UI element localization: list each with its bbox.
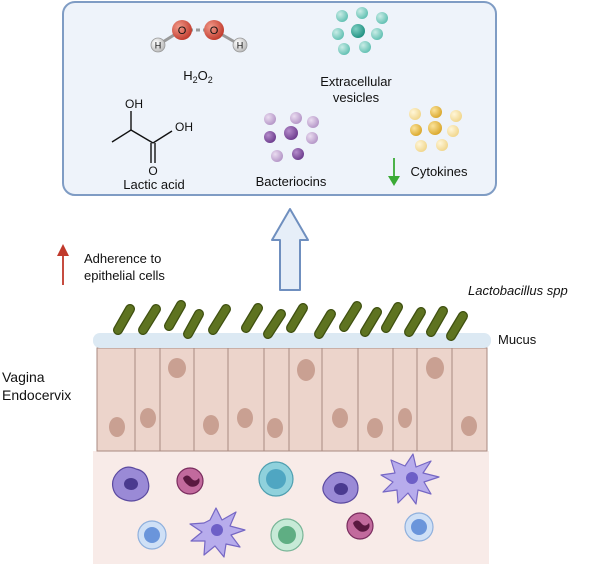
cytokine-particle <box>450 110 462 122</box>
lymphocyte-nucleus <box>266 469 286 489</box>
cytokine-particle <box>430 106 442 118</box>
hydrogen-atom-right <box>232 37 248 53</box>
oxygen-atom-right-label: O <box>210 25 219 37</box>
vesicle <box>356 7 368 19</box>
hydrogen-atom-left <box>150 37 166 53</box>
monocyte-nucleus <box>334 483 348 495</box>
extracellular-vesicles-cluster <box>332 7 388 55</box>
cell-nucleus <box>398 408 412 428</box>
cell-nucleus <box>237 408 253 428</box>
secreted-factors-panel <box>62 1 497 196</box>
bacteriocin-particle <box>271 150 283 162</box>
cell-nucleus <box>109 417 125 437</box>
lymphocyte-nucleus <box>278 526 296 544</box>
vesicle <box>336 10 348 22</box>
cell-nucleus <box>168 358 186 378</box>
cytokine-particle <box>447 125 459 137</box>
dendritic-nucleus <box>211 524 223 536</box>
bacteriocin-particle <box>264 113 276 125</box>
neutrophil-nucleus <box>353 520 370 532</box>
lactobacillus-bacteria-fill <box>114 301 467 340</box>
cell-nucleus <box>367 418 383 438</box>
monocyte-nucleus <box>124 478 138 490</box>
h2o2-label: H2O2 <box>183 68 213 85</box>
vesicle <box>376 12 388 24</box>
tissue-label-vagina: Vagina <box>2 369 45 385</box>
adherence-label-line2: epithelial cells <box>84 268 165 283</box>
extracellular-label-line1: Extracellular <box>320 74 392 89</box>
cytokines-cluster <box>409 106 462 152</box>
tissue-label-endocervix: Endocervix <box>2 387 71 403</box>
adherence-up-arrow <box>57 244 69 285</box>
bacteriocin-particle <box>307 116 319 128</box>
lactic-oh-right: OH <box>175 120 193 134</box>
cell-nucleus <box>426 357 444 379</box>
vesicle <box>371 28 383 40</box>
lactic-acid-structure <box>111 111 173 163</box>
bacteriocins-label: Bacteriocins <box>256 174 327 189</box>
h2o2-molecule: H O O H <box>150 20 248 53</box>
h2o2-sub1: 2 <box>193 75 198 85</box>
vesicle <box>332 28 344 40</box>
dendritic-nucleus <box>406 472 418 484</box>
cytokine-particle <box>410 124 422 136</box>
mucus-layer <box>93 333 491 348</box>
cytokine-particle <box>409 108 421 120</box>
cell-nucleus <box>267 418 283 438</box>
bacteriocin-particle <box>290 112 302 124</box>
cell-nucleus <box>461 416 477 436</box>
extracellular-label-line2: vesicles <box>333 90 380 105</box>
mucus-label: Mucus <box>498 332 537 347</box>
cytokine-particle <box>415 140 427 152</box>
cell-nucleus <box>140 408 156 428</box>
epithelial-cell <box>392 347 418 452</box>
cell-nucleus <box>332 408 348 428</box>
cytokine-particle <box>428 121 442 135</box>
hydrogen-atom-right-label: H <box>237 41 244 51</box>
cytokines-label: Cytokines <box>410 164 468 179</box>
lactic-oh-top: OH <box>125 97 143 111</box>
lactic-acid-label: Lactic acid <box>123 177 184 192</box>
lactobacillus-label: Lactobacillus spp <box>468 283 568 298</box>
vesicle <box>359 41 371 53</box>
oxygen-atom-left <box>172 20 192 40</box>
vesicle <box>338 43 350 55</box>
bacteriocin-particle <box>306 132 318 144</box>
epithelial-cell <box>134 347 161 452</box>
epithelial-cell <box>321 347 359 452</box>
immune-cells <box>111 453 440 558</box>
lymphocyte-nucleus <box>144 527 160 543</box>
hydrogen-atom-left-label: H <box>155 41 162 51</box>
cytokine-particle <box>436 139 448 151</box>
bacteriocin-particle <box>284 126 298 140</box>
cell-nucleus <box>297 359 315 381</box>
h2o2-o: O <box>198 68 208 83</box>
bacteriocin-particle <box>264 131 276 143</box>
secretion-up-arrow <box>271 208 309 291</box>
h2o2-h: H <box>183 68 192 83</box>
oxygen-atom-right <box>204 20 224 40</box>
lymphocyte-nucleus <box>411 519 427 535</box>
epithelial-cell <box>193 347 229 452</box>
epithelial-cell <box>227 347 265 452</box>
bacteriocins-cluster <box>264 112 319 162</box>
bacteriocin-particle <box>292 148 304 160</box>
vesicle <box>351 24 365 38</box>
adherence-label-line1: Adherence to <box>84 251 161 266</box>
h2o2-sub2: 2 <box>208 75 213 85</box>
lactic-o-bottom: O <box>148 164 157 178</box>
cytokines-down-arrow <box>388 158 400 186</box>
cell-nucleus <box>203 415 219 435</box>
epithelial-layer <box>96 347 488 452</box>
oxygen-atom-left-label: O <box>178 25 187 37</box>
neutrophil-nucleus <box>183 475 200 487</box>
